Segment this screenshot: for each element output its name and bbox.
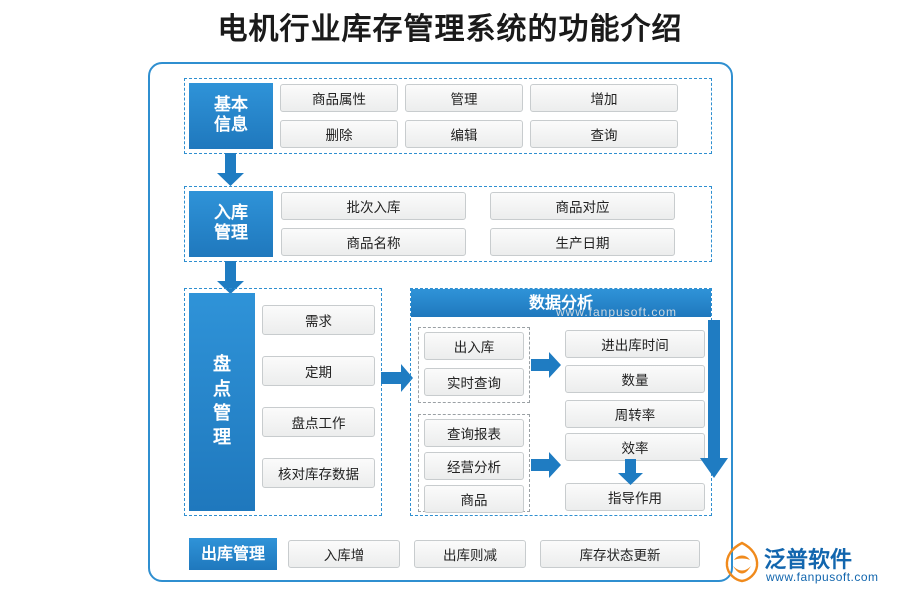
stocktake-label: 盘 点 管 理: [189, 293, 255, 511]
basic-info-item-2[interactable]: 增加: [530, 84, 678, 112]
analysis-left-top-item-1[interactable]: 实时查询: [424, 368, 524, 396]
inbound-item-0[interactable]: 批次入库: [281, 192, 466, 220]
outbound-item-1[interactable]: 出库则减: [414, 540, 526, 568]
basic-info-label: 基本 信息: [189, 83, 273, 149]
arrow-analysis-bottom-right: [531, 452, 561, 478]
outbound-item-2[interactable]: 库存状态更新: [540, 540, 700, 568]
basic-info-group: [184, 78, 712, 154]
inbound-group: [184, 186, 712, 262]
stocktake-group: [184, 288, 382, 516]
watermark: 泛普软件 www.fanpusoft.com: [722, 538, 892, 594]
inbound-item-1[interactable]: 商品对应: [490, 192, 675, 220]
basic-info-item-5[interactable]: 查询: [530, 120, 678, 148]
analysis-header: 数据分析: [411, 289, 711, 317]
inbound-label: 入库 管理: [189, 191, 273, 257]
inbound-label-line1: 入库: [214, 203, 248, 224]
analysis-right-item-2[interactable]: 周转率: [565, 400, 705, 428]
page-title: 电机行业库存管理系统的功能介绍: [217, 12, 683, 47]
stocktake-label-line4: 理: [213, 427, 231, 449]
stocktake-label-line2: 点: [213, 378, 231, 400]
stocktake-item-2[interactable]: 盘点工作: [262, 407, 375, 437]
brand-url: www.fanpusoft.com: [766, 570, 879, 584]
stocktake-item-1[interactable]: 定期: [262, 356, 375, 386]
arrow-efficiency-to-guidance: [618, 459, 643, 485]
outbound-item-0[interactable]: 入库增: [288, 540, 400, 568]
analysis-left-bottom-item-2[interactable]: 商品: [424, 485, 524, 513]
analysis-left-top-item-0[interactable]: 出入库: [424, 332, 524, 360]
analysis-left-bottom-item-1[interactable]: 经营分析: [424, 452, 524, 480]
stocktake-item-0[interactable]: 需求: [262, 305, 375, 335]
arrow-analysis-top-right: [531, 352, 561, 378]
inbound-item-3[interactable]: 生产日期: [490, 228, 675, 256]
basic-info-label-line1: 基本: [214, 95, 248, 116]
analysis-left-bottom-item-0[interactable]: 查询报表: [424, 419, 524, 447]
analysis-right-item-4[interactable]: 指导作用: [565, 483, 705, 511]
arrow-stocktake-to-analysis: [381, 364, 413, 392]
brand-name: 泛普软件: [764, 548, 853, 573]
basic-info-label-line2: 信息: [214, 115, 248, 135]
stocktake-label-line3: 管: [213, 403, 231, 424]
analysis-header-watermark: www.fanpusoft.com: [556, 305, 678, 319]
stocktake-item-3[interactable]: 核对库存数据: [262, 458, 375, 488]
inbound-label-line2: 管理: [214, 223, 248, 243]
brand-logo-icon: [725, 541, 759, 583]
arrow-basic-to-inbound: [217, 153, 244, 186]
basic-info-item-4[interactable]: 编辑: [405, 120, 523, 148]
analysis-right-item-0[interactable]: 进出库时间: [565, 330, 705, 358]
analysis-left-group-top: [418, 327, 530, 403]
diagram-outer-frame: [148, 62, 733, 582]
basic-info-item-1[interactable]: 管理: [405, 84, 523, 112]
analysis-right-item-3[interactable]: 效率: [565, 433, 705, 461]
stocktake-label-line1: 盘: [213, 354, 231, 376]
analysis-right-item-1[interactable]: 数量: [565, 365, 705, 393]
inbound-item-2[interactable]: 商品名称: [281, 228, 466, 256]
arrow-analysis-down: [700, 320, 728, 478]
basic-info-item-3[interactable]: 删除: [280, 120, 398, 148]
outbound-label: 出库管理: [189, 538, 277, 570]
basic-info-item-0[interactable]: 商品属性: [280, 84, 398, 112]
arrow-inbound-to-stocktake: [217, 261, 244, 294]
